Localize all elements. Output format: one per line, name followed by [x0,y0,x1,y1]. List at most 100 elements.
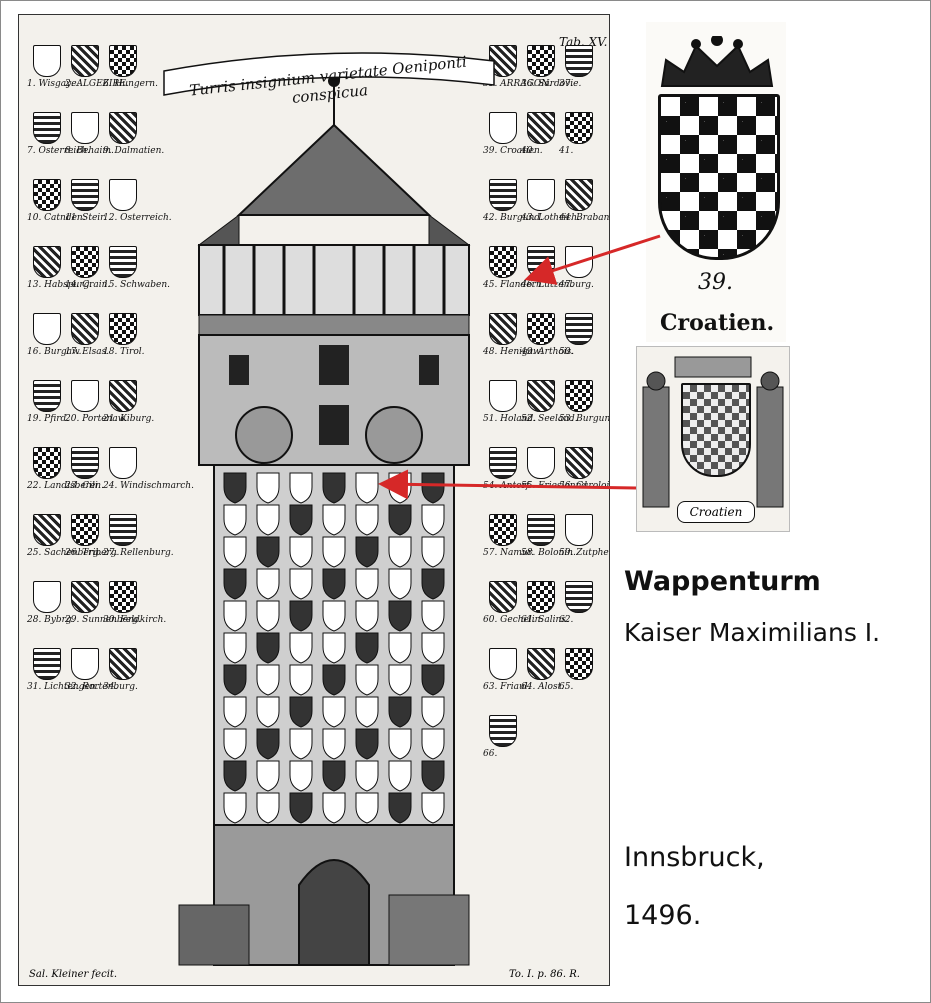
coat-of-arms-label: 58. Bolonin. [521,548,576,558]
wall-shield-icon [322,600,346,632]
coat-of-arms-label: 26. Triberg. [65,548,120,558]
wall-shield-icon [289,632,313,664]
wall-shield-icon [223,504,247,536]
coat-of-arms-icon [565,648,593,680]
wall-shield-icon [421,600,445,632]
coat-of-arms-label: 8. Behaim. [65,146,114,156]
coat-of-arms-label: 23. Cili. [65,481,101,491]
wall-shield-icon [355,504,379,536]
wall-shield-icon [355,696,379,728]
caption-subtitle: Kaiser Maximilians I. [624,618,881,647]
coat-of-arms-label: 63. Friaul. [483,682,531,692]
coat-of-arms-icon [527,246,555,278]
coat-of-arms-label: 15. Schwaben. [103,280,170,290]
caption-title: Wappenturm [624,566,821,597]
wall-shield-icon [289,664,313,696]
coat-of-arms-icon [33,447,61,479]
plate-reference: To. I. p. 86. R. [509,969,580,980]
coat-of-arms-icon [565,514,593,546]
coat-of-arms-icon [71,313,99,345]
coat-of-arms-label: 19. Pfird. [27,414,70,424]
wall-shield-icon [322,728,346,760]
coat-of-arms-label: 60. Gechelin. [483,615,544,625]
coat-of-arms-icon [527,380,555,412]
wall-shield-icon [322,760,346,792]
relief-scroll-label: Croatien [677,501,755,523]
coat-of-arms-icon [71,514,99,546]
coat-of-arms-label: 45. Flandern. [483,280,545,290]
wall-shield-icon [322,664,346,696]
wall-shield-icon [388,728,412,760]
wall-shield-icon [355,568,379,600]
coat-of-arms-icon [109,447,137,479]
coat-of-arms-icon [489,715,517,747]
coat-of-arms-icon [71,447,99,479]
coat-of-arms-label: 31. Lichtengen. [27,682,99,692]
wall-shield-icon [289,728,313,760]
coat-of-arms-icon [565,246,593,278]
wall-shield-icon [256,792,280,824]
coat-of-arms-icon [565,380,593,412]
coat-of-arms-label: 12. Osterreich. [103,213,172,223]
coat-of-arms-label: 24. Windischmarch. [103,481,194,491]
tab-label: Tab. XV. [559,35,608,49]
wall-shield-icon [388,600,412,632]
coat-of-arms-icon [109,648,137,680]
wall-shield-icon [421,472,445,504]
coat-of-arms-label: 17. Elsas. [65,347,110,357]
coat-of-arms-label: 65. [559,682,574,692]
engraver-signature: Sal. Kleiner fecit. [29,969,118,980]
wall-shield-icon [388,792,412,824]
wall-shield-icon [388,696,412,728]
coat-of-arms-label: 64. Alost. [521,682,565,692]
engraving-plate: 1. Wisgaye.2. ALGEZIRE.6. Hungern.7. Ost… [18,14,610,986]
coat-of-arms-icon [527,514,555,546]
wall-shield-icon [388,632,412,664]
coat-of-arms-icon [527,179,555,211]
coat-of-arms-icon [33,514,61,546]
coat-of-arms-label: 34. [103,682,118,692]
caption-place: Innsbruck, [624,842,765,873]
coat-of-arms-label: 7. Osterreich. [27,146,90,156]
coat-of-arms-icon [489,179,517,211]
wall-shield-icon [421,696,445,728]
coat-of-arms-icon [527,581,555,613]
coat-of-arms-label: 13. Habspurg. [27,280,93,290]
coat-of-arms-icon [109,112,137,144]
relief-detail-inset: Croatien [636,346,790,532]
wall-shield-icon [322,472,346,504]
coat-of-arms-icon [489,313,517,345]
wall-shield-icon [256,504,280,536]
wall-shield-icon [421,632,445,664]
wall-shield-icon [289,568,313,600]
coat-of-arms-icon [33,246,61,278]
wall-shield-icon [256,472,280,504]
coat-of-arms-icon [33,179,61,211]
wall-shield-icon [322,536,346,568]
coat-of-arms-label: 42. Burgund. [483,213,543,223]
coat-of-arms-icon [109,45,137,77]
coat-of-arms-icon [109,581,137,613]
wall-shield-icon [388,472,412,504]
coat-of-arms-label: 36. Sardovie. [521,79,582,89]
coat-of-arms-label: 25. Sachenberg. [27,548,102,558]
wall-shield-icon [256,536,280,568]
coat-of-arms-label: 59. Zutphen. [559,548,609,558]
coat-of-arms-label: 56. Carolois. [559,481,610,491]
wall-shield-icon [223,632,247,664]
caption-year: 1496. [624,900,702,931]
wall-shield-icon [322,792,346,824]
wall-shield-icon [421,792,445,824]
coat-of-arms-icon [527,447,555,479]
coat-of-arms-icon [565,179,593,211]
coat-of-arms-icon [33,380,61,412]
coat-of-arms-label: 48. Henigaw. [483,347,543,357]
croatia-arms-inset: 39. Croatien. [646,22,786,342]
wall-shield-icon [256,664,280,696]
checkered-shield-icon [658,94,780,260]
coat-of-arms-label: 28. Bybrg. [27,615,75,625]
wall-shield-icon [256,760,280,792]
coat-of-arms-icon [71,380,99,412]
wall-shield-icon [223,664,247,696]
coat-of-arms-icon [109,313,137,345]
